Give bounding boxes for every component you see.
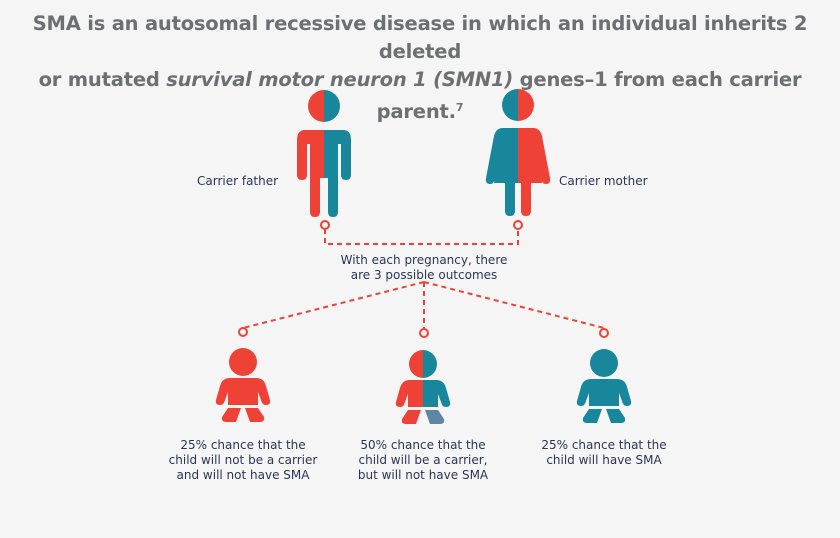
baby-carrier-icon (395, 350, 451, 424)
father-icon (297, 90, 351, 217)
mother-connector-node (513, 220, 523, 230)
mother-label: Carrier mother (559, 174, 648, 188)
baby-carrier-leg (425, 410, 445, 424)
page-title: SMA is an autosomal recessive disease in… (0, 10, 840, 126)
title-line-1: SMA is an autosomal recessive disease in… (32, 12, 808, 63)
mother-icon (485, 89, 551, 216)
outcome-branch-lines (242, 281, 605, 329)
outcome-3-node (599, 328, 609, 338)
title-line-2: or mutated survival motor neuron 1 (SMN1… (38, 68, 802, 123)
parent-connector (238, 220, 609, 338)
outcome-3-text: 25% chance that the child will have SMA (541, 438, 667, 467)
pregnancy-note: With each pregnancy, there are 3 possibl… (340, 253, 508, 282)
outcome-1-text: 25% chance that the child will not be a … (168, 438, 318, 482)
father-connector-node (320, 220, 330, 230)
father-label: Carrier father (197, 174, 279, 188)
baby-unaffected-icon (215, 348, 271, 422)
outcome-2-text: 50% chance that the child will be a carr… (357, 438, 489, 482)
gene-name: survival motor neuron 1 (SMN1) (166, 68, 514, 91)
outcome-2-node (419, 328, 429, 338)
baby-affected-icon (576, 349, 632, 423)
outcome-1-node (238, 327, 248, 337)
footnote-marker: 7 (455, 101, 464, 114)
